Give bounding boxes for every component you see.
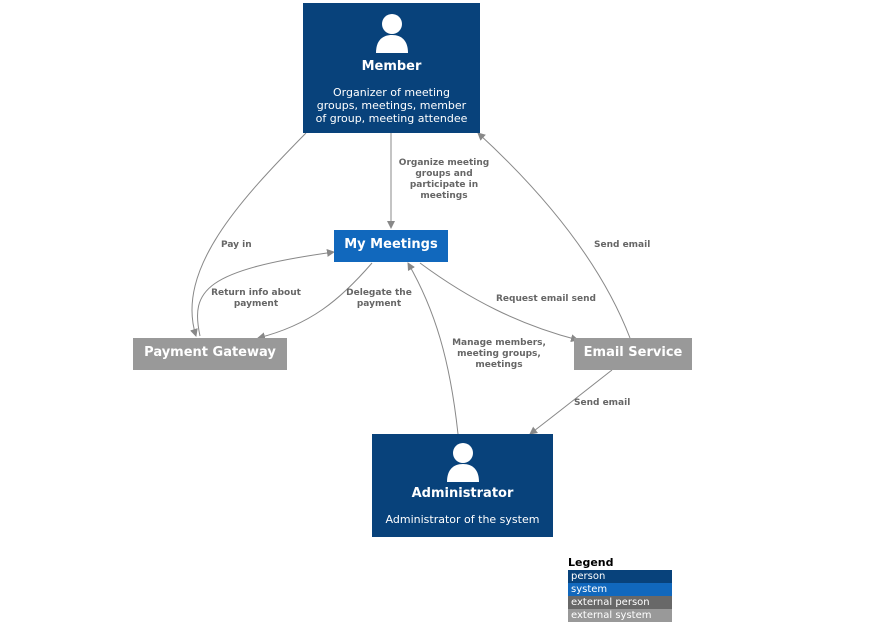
edge-return-info	[197, 249, 335, 337]
legend-item-external-system: external system	[568, 609, 672, 622]
edge-request-email	[419, 262, 579, 343]
administrator-node[interactable]: Administrator Administrator of the syste…	[372, 434, 553, 537]
person-icon	[446, 443, 479, 482]
my-meetings-title: My Meetings	[344, 237, 438, 252]
member-title: Member	[361, 59, 422, 74]
administrator-description: Administrator of the system	[385, 513, 540, 526]
member-node[interactable]: Member Organizer of meeting groups, meet…	[303, 3, 480, 133]
edge-pay-in	[190, 132, 307, 337]
edge-label-send-email-member: Send email	[594, 240, 651, 250]
payment-gateway-node[interactable]: Payment Gateway	[133, 338, 287, 370]
edge-send-email-member	[477, 132, 631, 339]
edge-label-request-email: Request email send	[496, 294, 596, 304]
person-icon	[375, 14, 408, 53]
edge-label-organize: Organize meeting groups and participate …	[398, 158, 490, 201]
edge-label-manage: Manage members, meeting groups, meetings	[452, 338, 546, 370]
email-service-node[interactable]: Email Service	[574, 338, 692, 370]
edge-send-email-admin	[529, 369, 613, 435]
legend: Legend person system external person ext…	[568, 556, 672, 622]
edge-label-return-info: Return info about payment	[211, 288, 301, 309]
edge-label-delegate: Delegate the payment	[346, 288, 412, 309]
edge-label-send-email-admin: Send email	[574, 398, 631, 408]
edge-delegate	[257, 262, 373, 341]
legend-title: Legend	[568, 556, 614, 569]
legend-item-external-person: external person	[568, 596, 672, 609]
payment-gateway-title: Payment Gateway	[144, 345, 276, 360]
administrator-title: Administrator	[411, 486, 514, 501]
edge-manage	[407, 262, 459, 435]
legend-item-system: system	[568, 583, 672, 596]
member-description: Organizer of meeting groups, meetings, m…	[315, 86, 468, 125]
my-meetings-node[interactable]: My Meetings	[334, 230, 448, 262]
email-service-title: Email Service	[583, 345, 683, 360]
legend-item-person: person	[568, 570, 672, 583]
edge-label-pay-in: Pay in	[221, 240, 252, 250]
